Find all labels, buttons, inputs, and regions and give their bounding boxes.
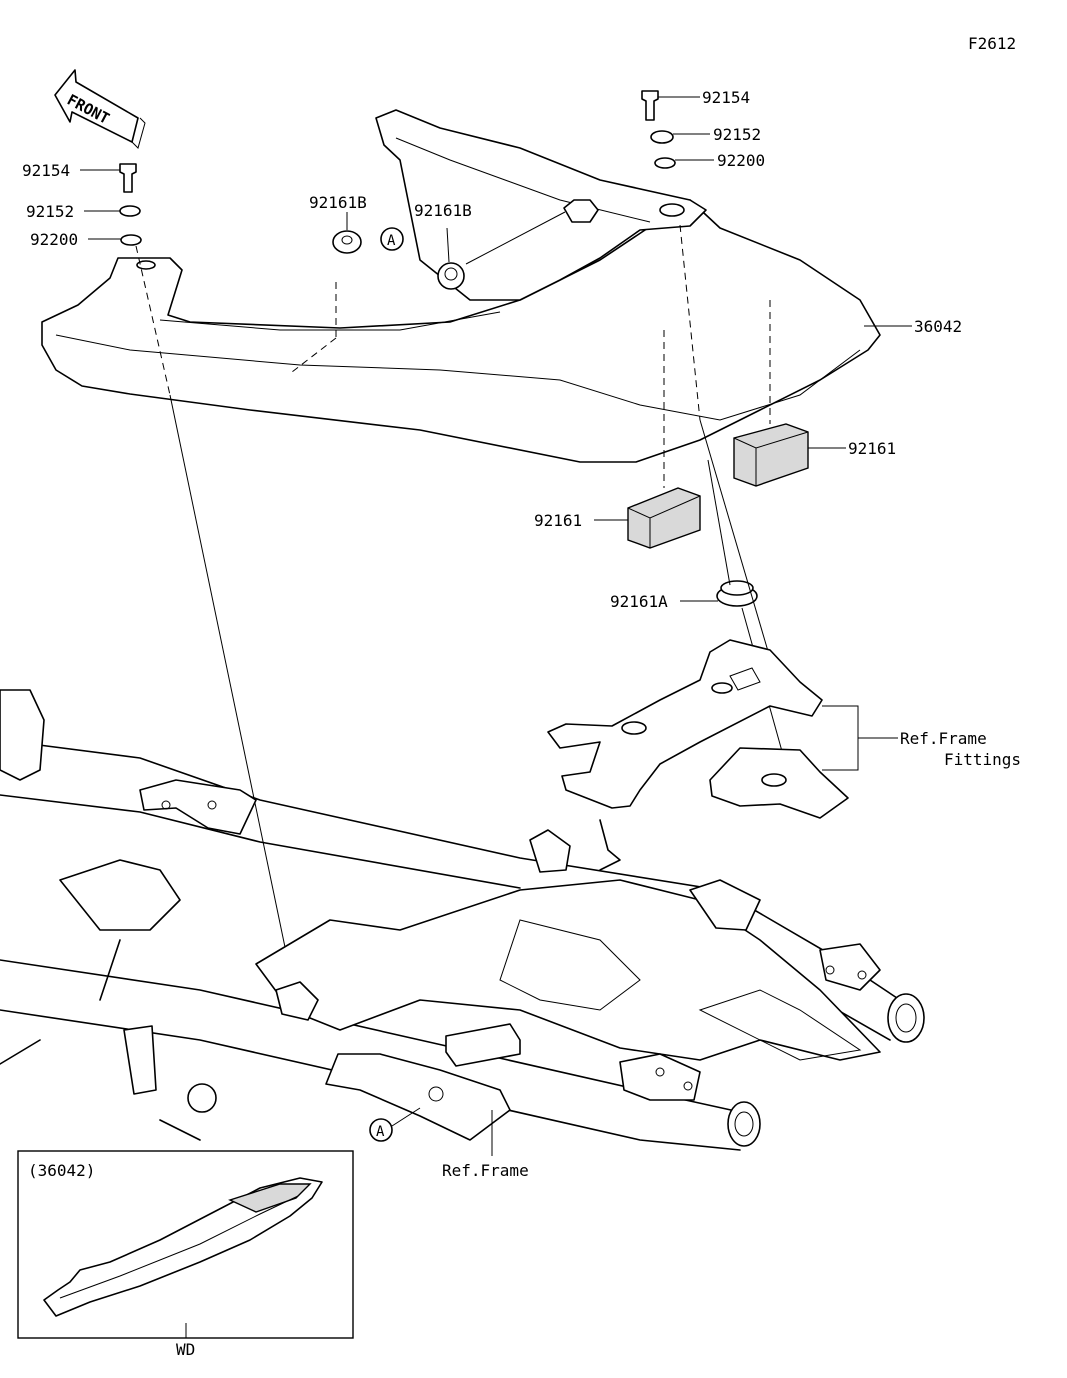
marker-a-top: A bbox=[387, 233, 396, 249]
collar-right-icon bbox=[654, 157, 676, 169]
washer-left-icon bbox=[119, 205, 141, 217]
label-collar-left: 92200 bbox=[30, 230, 78, 249]
bolt-left-icon bbox=[119, 163, 137, 193]
dampers: 92161 92161 bbox=[534, 423, 896, 549]
frame-fittings: Ref.Frame Fittings bbox=[547, 639, 1021, 819]
label-bolt-right: 92154 bbox=[702, 88, 750, 107]
right-fastener-stack: 92154 92152 92200 bbox=[641, 88, 765, 170]
left-fastener-stack: 92154 92152 92200 bbox=[22, 161, 142, 249]
grommet-b-right-icon bbox=[437, 262, 465, 290]
label-washer-right: 92152 bbox=[713, 125, 761, 144]
marker-a-bottom: A bbox=[376, 1124, 385, 1140]
label-grommet-b-right: 92161B bbox=[414, 201, 472, 220]
front-arrow-icon: FRONT bbox=[54, 69, 146, 149]
label-bolt-left: 92154 bbox=[22, 161, 70, 180]
label-damper-upper: 92161 bbox=[848, 439, 896, 458]
collar-left-icon bbox=[120, 234, 142, 246]
grommets-b: 92161B 92161B A bbox=[309, 193, 566, 290]
assembly-lines bbox=[135, 224, 791, 1001]
label-ref-frame: Ref.Frame bbox=[442, 1161, 529, 1180]
figure-code: F2612 bbox=[968, 34, 1016, 53]
label-ref-frame-fittings-1: Ref.Frame bbox=[900, 729, 987, 748]
damper-upper-icon bbox=[733, 423, 809, 487]
seat-cover: 36042 bbox=[41, 109, 962, 463]
inset-36042: (36042) WD bbox=[17, 1150, 354, 1359]
label-grommet-b-left: 92161B bbox=[309, 193, 367, 212]
damper-lower-icon bbox=[627, 487, 701, 549]
label-cover: 36042 bbox=[914, 317, 962, 336]
marker-a-top-icon bbox=[380, 227, 404, 251]
label-ref-frame-fittings-2: Fittings bbox=[944, 750, 1021, 769]
washer-right-icon bbox=[650, 130, 674, 144]
inset-part-number: (36042) bbox=[28, 1161, 95, 1180]
main-frame bbox=[0, 689, 925, 1151]
inset-variant: WD bbox=[176, 1340, 195, 1359]
label-grommet-a: 92161A bbox=[610, 592, 668, 611]
frame-references: A Ref.Frame bbox=[369, 1107, 529, 1180]
label-washer-left: 92152 bbox=[26, 202, 74, 221]
marker-a-bottom-icon bbox=[369, 1118, 393, 1142]
bolt-right-icon bbox=[641, 90, 659, 121]
grommet-a: 92161A bbox=[610, 580, 758, 611]
label-damper-lower: 92161 bbox=[534, 511, 582, 530]
grommet-b-left-icon bbox=[332, 230, 362, 254]
label-collar-right: 92200 bbox=[717, 151, 765, 170]
